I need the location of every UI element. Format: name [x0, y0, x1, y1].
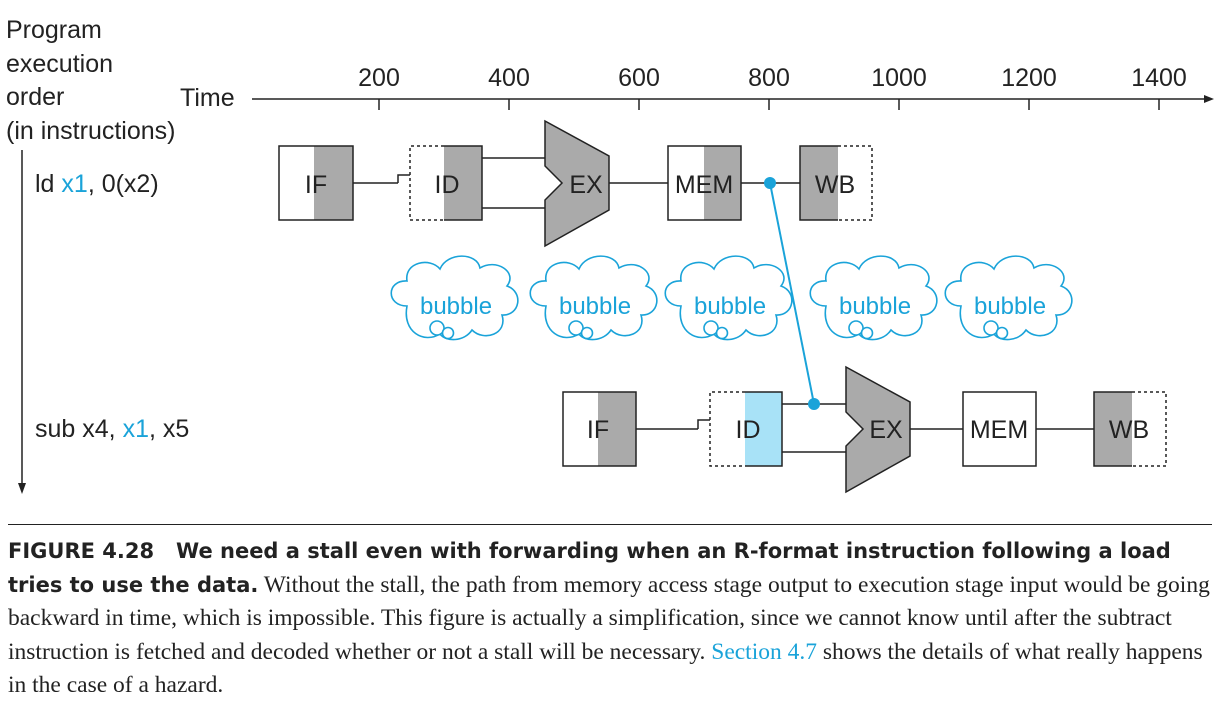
- sub-ex-stage: EX: [845, 365, 911, 494]
- forward-source-dot: [764, 177, 776, 189]
- bubble-5: bubble: [944, 255, 1073, 341]
- instruction-sub-prefix: sub x4,: [35, 415, 123, 443]
- instruction-ld-prefix: ld: [35, 170, 61, 198]
- time-tick-label: 600: [618, 64, 660, 92]
- time-tick-label: 1400: [1131, 64, 1187, 92]
- ld-ex-stage: EX: [544, 119, 610, 248]
- bubble-4-label: bubble: [839, 293, 911, 320]
- sub-wb-label: WB: [1109, 416, 1149, 444]
- instruction-ld-label: ld x1, 0(x2): [35, 170, 159, 198]
- instruction-ld-suffix: , 0(x2): [88, 170, 159, 198]
- ld-ex-label: EX: [569, 171, 603, 199]
- sub-mem-stage: MEM: [962, 391, 1037, 467]
- caption-body-1: Without the stall, the path from memory …: [8, 571, 1210, 665]
- row-ld-pipeline: IF ID EX MEM WB: [278, 119, 873, 248]
- order-label-line-1: Program: [6, 16, 102, 44]
- bubble-3: bubble: [664, 255, 793, 341]
- ld-wb-stage: WB: [799, 145, 873, 221]
- order-label-line-2: execution: [6, 50, 113, 78]
- instruction-sub-suffix: , x5: [149, 415, 189, 443]
- sub-if-label: IF: [587, 416, 609, 444]
- caption-body-2: shows the details of what really happens…: [8, 638, 1203, 699]
- forward-dest-dot: [808, 398, 820, 410]
- time-tick-label: 1000: [871, 64, 927, 92]
- bubble-2: bubble: [529, 255, 658, 341]
- time-tick-label: 800: [748, 64, 790, 92]
- time-label: Time: [180, 84, 235, 112]
- time-ticks: 200 400 600 800 1000 1200 1400: [358, 64, 1187, 110]
- pipeline-diagram: Program execution order (in instructions…: [6, 16, 1214, 494]
- ld-if-stage: IF: [278, 145, 354, 221]
- ld-id-stage: ID: [409, 145, 483, 221]
- ld-mem-label: MEM: [675, 171, 733, 199]
- sub-if-stage: IF: [562, 391, 637, 467]
- sub-id-label: ID: [736, 416, 761, 444]
- order-label-line-4: (in instructions): [6, 117, 176, 145]
- ld-id-label: ID: [435, 171, 460, 199]
- forwarding-path: [764, 177, 820, 410]
- ld-if-label: IF: [305, 171, 327, 199]
- bubble-1: bubble: [390, 255, 519, 341]
- bubble-2-label: bubble: [559, 293, 631, 320]
- time-tick-label: 200: [358, 64, 400, 92]
- caption-title: We need a stall even with forwarding whe…: [8, 539, 1171, 597]
- instruction-sub-label: sub x4, x1, x5: [35, 415, 189, 443]
- time-axis: [252, 95, 1214, 103]
- sub-wb-stage: WB: [1093, 391, 1167, 467]
- sub-ex-label: EX: [869, 416, 903, 444]
- bubble-3-label: bubble: [694, 293, 766, 320]
- bubble-5-label: bubble: [974, 293, 1046, 320]
- bubble-1-label: bubble: [420, 293, 492, 320]
- order-arrow: [18, 150, 26, 494]
- figure-caption: FIGURE 4.28 We need a stall even with fo…: [8, 535, 1218, 703]
- sub-id-stage: ID: [709, 391, 783, 467]
- ld-wb-label: WB: [815, 171, 855, 199]
- caption-section-link[interactable]: Section 4.7: [711, 638, 817, 665]
- ld-mem-stage: MEM: [667, 145, 742, 221]
- bubble-4: bubble: [809, 255, 938, 341]
- caption-divider: [8, 524, 1212, 525]
- instruction-sub-src-reg: x1: [123, 415, 149, 443]
- time-tick-label: 1200: [1001, 64, 1057, 92]
- order-label-line-3: order: [6, 83, 64, 111]
- caption-figure-number: FIGURE 4.28: [8, 539, 155, 563]
- sub-mem-label: MEM: [970, 416, 1028, 444]
- instruction-ld-dest-reg: x1: [61, 170, 87, 198]
- time-tick-label: 400: [488, 64, 530, 92]
- row-sub-pipeline: IF ID EX MEM WB: [562, 365, 1167, 494]
